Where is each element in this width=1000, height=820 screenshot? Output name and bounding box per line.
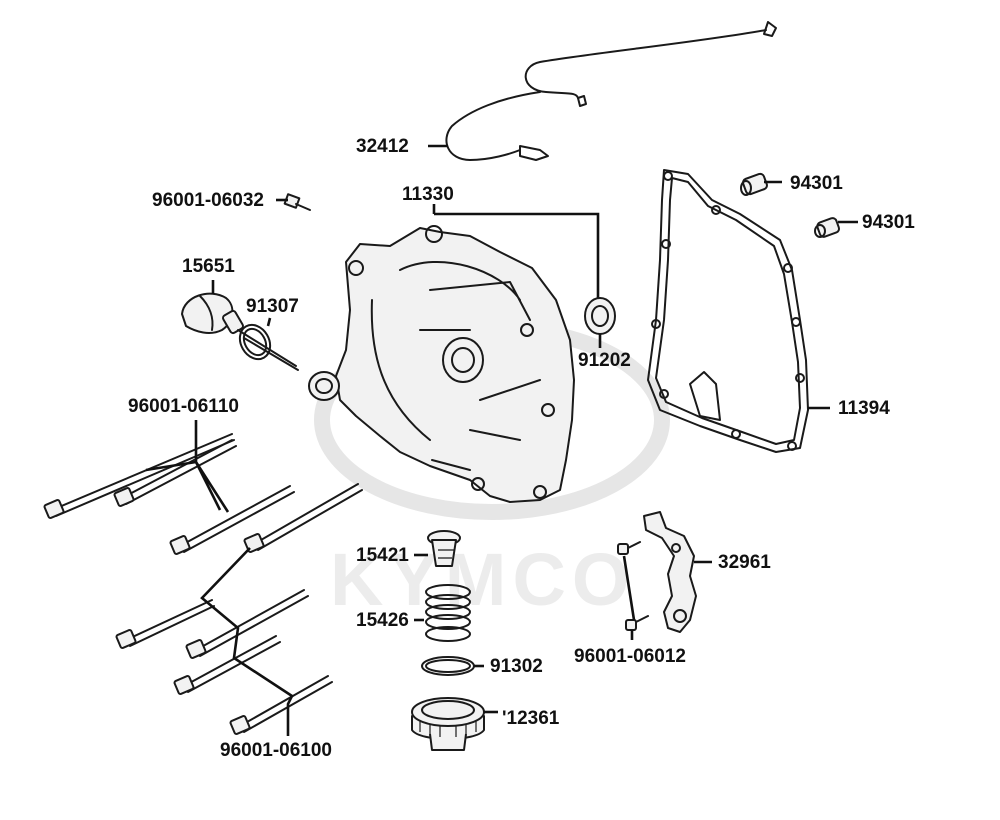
label-11330: 11330: [402, 184, 454, 205]
leader-96001-06110: [145, 420, 230, 513]
bolt-96001-06032: [283, 193, 311, 211]
label-15651: 15651: [182, 256, 235, 277]
o-ring-91302: [421, 656, 475, 676]
leader-11330: [432, 204, 600, 298]
long-bolts: [43, 433, 363, 735]
gasket-11394: [647, 169, 809, 453]
bolt-3: [169, 485, 295, 555]
label-96001-06110: 96001-06110: [128, 396, 239, 417]
leader-91307: [266, 317, 272, 327]
label-91302: 91302: [490, 656, 543, 677]
label-32961: 32961: [718, 552, 771, 573]
bolt-6: [185, 589, 309, 659]
dipstick-15651: [181, 292, 299, 371]
label-12361: '12361: [502, 708, 560, 729]
label-91307: 91307: [246, 296, 299, 317]
spring-15426: [425, 584, 471, 642]
dowel-pin-94301-b: [814, 217, 841, 238]
bolt-1: [43, 433, 235, 519]
label-94301-b: 94301: [862, 212, 915, 233]
oil-seal-91202: [584, 297, 616, 335]
strainer-15421: [427, 530, 461, 567]
label-96001-06032: 96001-06032: [152, 190, 264, 211]
label-94301-a: 94301: [790, 173, 843, 194]
label-96001-06012: 96001-06012: [574, 646, 686, 667]
bracket-32961: [643, 511, 697, 633]
cable-32412: [445, 21, 777, 161]
label-15426: 15426: [356, 610, 409, 631]
leader-96001-06100: [200, 547, 294, 736]
bolts-96001-06012: [617, 541, 649, 631]
bolt-5: [115, 599, 215, 649]
crankcase-cover-11330: [308, 225, 575, 503]
drain-cap-12361: [411, 697, 485, 751]
dowel-pin-94301-a: [740, 172, 768, 196]
bolt-8: [229, 675, 333, 735]
label-91202: 91202: [578, 350, 631, 371]
bolt-2: [113, 439, 237, 507]
bolt-7: [173, 635, 281, 695]
label-15421: 15421: [356, 545, 409, 566]
label-32412: 32412: [356, 136, 409, 157]
watermark-text: KYMCO: [330, 538, 635, 621]
label-96001-06100: 96001-06100: [220, 740, 332, 761]
label-11394: 11394: [838, 398, 890, 419]
leader-96001-06012: [622, 555, 636, 640]
o-ring-91307: [238, 323, 272, 361]
